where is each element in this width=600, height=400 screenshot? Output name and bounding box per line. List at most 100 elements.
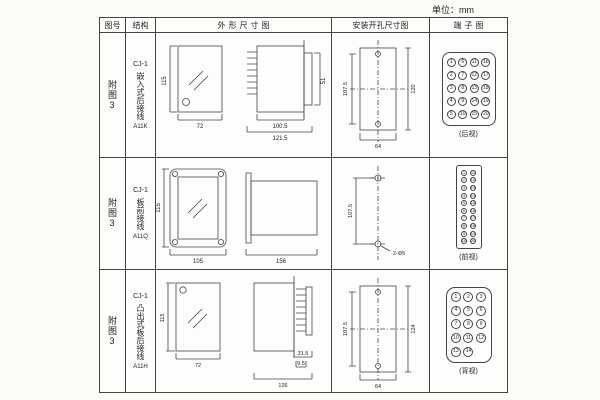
outline-drawing-a11k: 115 72 100.5 121.5 51 <box>162 40 327 142</box>
terminal-pin: 1 <box>446 57 456 67</box>
dim-cutout-width: 64 <box>375 144 381 150</box>
terminal-pin: 3 <box>446 83 456 93</box>
terminal-pin: 6 <box>476 305 487 316</box>
row3-install-cell: 107.5 124 64 <box>332 270 430 392</box>
dim-hole-spacing: 107.5 <box>343 82 349 96</box>
dim-width: 105 <box>193 259 204 265</box>
terminal-pin: 13 <box>469 83 479 93</box>
terminal-view-label: (后视) <box>459 130 478 138</box>
terminal-pin: 1 <box>461 169 467 176</box>
terminal-pin: 6 <box>458 57 468 67</box>
row3-structure-cell: CJ-1 凸出式板后接线 A11H <box>126 270 156 392</box>
dim-height: 115 <box>162 76 168 86</box>
model-code: A11K <box>133 123 148 130</box>
terminal-pin: 15 <box>469 110 479 120</box>
terminal-pin: 4 <box>450 305 461 316</box>
terminal-pin: 9 <box>461 230 467 237</box>
dim-depth-outer: 121.5 <box>272 136 288 142</box>
unit-label: 单位：mm <box>432 5 474 15</box>
terminal-pin: 10 <box>450 333 461 344</box>
dim-hole-spacing: 107.5 <box>343 322 349 336</box>
terminal-pin: 2 <box>463 292 474 303</box>
model-code: A11Q <box>133 234 148 240</box>
terminal-pin: 14 <box>470 192 476 199</box>
figure-number: 附图3 <box>107 79 117 111</box>
dim-cutout-width: 64 <box>375 384 381 390</box>
terminal-pin: 4 <box>446 97 456 107</box>
terminal-pin: 17 <box>470 215 476 222</box>
dim-length: 156 <box>276 259 287 265</box>
terminal-pin: 10 <box>458 110 468 120</box>
terminal-pin: 3 <box>476 292 487 303</box>
terminal-pin: 14 <box>463 346 474 357</box>
terminal-pin: 2 <box>461 177 467 184</box>
model-name: CJ-1 <box>133 292 148 300</box>
dim-total-depth: 126 <box>278 383 287 389</box>
dim-cutout-height: 120 <box>411 84 417 93</box>
terminal-pin: 14 <box>469 97 479 107</box>
terminal-view-label: (背视) <box>459 367 478 375</box>
terminal-pin: 8 <box>458 83 468 93</box>
dim-height: 115 <box>156 203 162 213</box>
structure-label: 凸出式板后接线 <box>136 303 145 360</box>
terminal-pin: 11 <box>469 57 479 67</box>
dim-width: 72 <box>195 363 201 369</box>
dim-side: 51 <box>321 77 327 84</box>
dim-depth-inner: 100.5 <box>272 124 288 130</box>
terminal-pin: 8 <box>461 222 467 229</box>
terminal-pin: 9 <box>476 319 487 330</box>
header-fig: 图号 <box>100 18 126 33</box>
row1-fig-cell: 附图3 <box>100 33 126 158</box>
terminal-pin: 7 <box>450 319 461 330</box>
row1-outline-cell: 115 72 100.5 121.5 51 <box>156 33 332 158</box>
install-hole-drawing-a11h: 107.5 124 64 <box>343 277 417 390</box>
terminal-pin: 2 <box>446 70 456 80</box>
row3-outline-cell: 115 72 31.5 9.5 126 <box>156 270 332 392</box>
dim-hole-size: 2-Φ5 <box>393 251 405 257</box>
dim-height: 115 <box>160 313 166 322</box>
row3-fig-cell: 附图3 <box>100 270 126 392</box>
row2-structure-cell: CJ-1 板前接线 A11Q <box>126 158 156 270</box>
structure-label: 嵌入式后接线 <box>136 71 145 120</box>
terminal-pin: 11 <box>463 333 474 344</box>
terminal-pin: 19 <box>470 230 476 237</box>
spec-table: 图号 结构 外形尺寸图 安装开孔尺寸图 端子图 附图3 CJ-1 嵌入式后接线 … <box>99 17 508 393</box>
terminal-pin: 19 <box>481 97 491 107</box>
install-hole-drawing-a11k: 107.5 120 64 <box>343 40 417 150</box>
terminal-pin: 4 <box>461 192 467 199</box>
header-install: 安装开孔尺寸图 <box>332 18 430 33</box>
model-name: CJ-1 <box>133 60 148 68</box>
row1-structure-cell: CJ-1 嵌入式后接线 A11K <box>126 33 156 158</box>
terminal-pin: 20 <box>481 110 491 120</box>
dim-pin-offset: 9.5 <box>297 361 305 367</box>
terminal-pin: 17 <box>481 70 491 80</box>
model-name: CJ-1 <box>133 187 148 194</box>
model-code: A11H <box>133 363 148 370</box>
figure-number: 附图3 <box>107 198 117 229</box>
terminal-pin: 6 <box>461 207 467 214</box>
dim-cutout-height: 124 <box>411 324 417 333</box>
terminal-pin: 10 <box>461 238 467 245</box>
terminal-pin: 12 <box>470 177 476 184</box>
header-outline: 外形尺寸图 <box>156 18 332 33</box>
header-structure: 结构 <box>126 18 156 33</box>
terminal-pin: 16 <box>470 207 476 214</box>
terminal-pin: 12 <box>476 333 487 344</box>
terminal-pin: 13 <box>470 184 476 191</box>
row2-install-cell: 107.5 2-Φ5 <box>332 158 430 270</box>
terminal-pin: 5 <box>461 200 467 207</box>
dim-pin-length: 31.5 <box>298 351 309 357</box>
terminal-pin: 20 <box>470 238 476 245</box>
header-terminal: 端子图 <box>430 18 507 33</box>
figure-number: 附图3 <box>107 315 117 347</box>
terminal-pin: 15 <box>470 200 476 207</box>
row2-outline-cell: 115 105 156 <box>156 158 332 270</box>
dim-hole-spacing: 107.5 <box>348 204 354 218</box>
